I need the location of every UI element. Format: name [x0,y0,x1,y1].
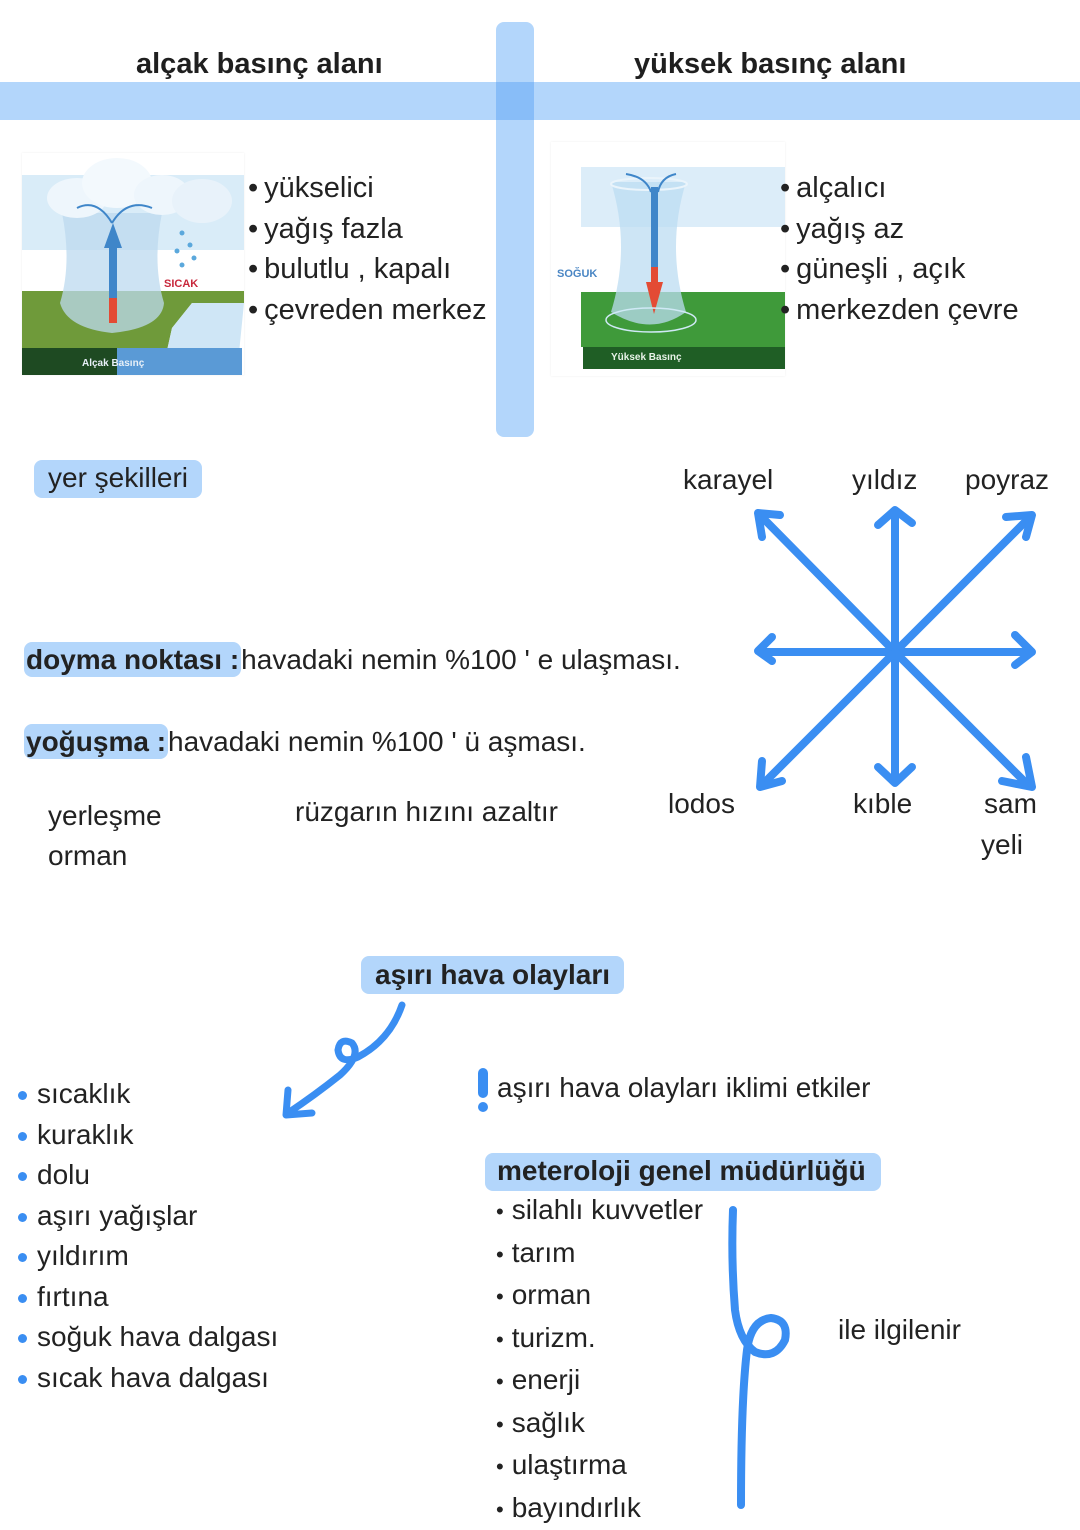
list-item: güneşli , açık [780,249,1019,290]
landforms-tag: yer şekilleri [34,460,202,498]
list-item: tarım [496,1233,703,1276]
meteorology-suffix: ile ilgilenir [838,1314,961,1346]
high-pressure-diagram: SOĞUK Yüksek Basınç [551,142,785,376]
list-item: yağış az [780,209,1019,250]
list-item: enerji [496,1360,703,1403]
list-item: sağlık [496,1403,703,1446]
low-pressure-points: yükselici yağış fazla bulutlu , kapalı ç… [248,168,487,330]
definition-saturation: doyma noktası :havadaki nemin %100 ' e u… [24,644,681,676]
definition-term: yoğuşma : [24,724,168,759]
curly-arrow-icon [270,995,420,1125]
list-item: alçalıcı [780,168,1019,209]
list-item: merkezden çevre [780,290,1019,331]
definition-text: havadaki nemin %100 ' e ulaşması. [241,644,681,675]
wind-label-karayel: karayel [683,464,773,496]
wind-effect-note: rüzgarın hızını azaltır [295,796,558,828]
extreme-weather-tag: aşırı hava olayları [361,956,624,994]
list-item: silahlı kuvvetler [496,1190,703,1233]
wind-label-lodos: lodos [668,788,735,820]
list-item: dolu [18,1155,278,1196]
list-item: yıldırım [18,1236,278,1277]
high-pressure-title: yüksek basınç alanı [634,48,906,81]
list-item: aşırı yağışlar [18,1196,278,1237]
definition-text: havadaki nemin %100 ' ü aşması. [168,726,586,757]
list-item: sıcaklık [18,1074,278,1115]
brace-squiggle-icon [715,1200,805,1515]
list-item: yükselici [248,168,487,209]
low-pressure-illustration: SICAK Alçak Basınç [22,153,244,375]
definition-term: doyma noktası : [24,642,241,677]
list-item: yağış fazla [248,209,487,250]
svg-text:SOĞUK: SOĞUK [557,267,597,280]
wind-label-sam: sam [984,788,1037,820]
svg-text:Yüksek Basınç: Yüksek Basınç [611,352,682,363]
definition-condensation: yoğuşma :havadaki nemin %100 ' ü aşması. [24,726,586,758]
extreme-weather-note: aşırı hava olayları iklimi etkiler [497,1072,870,1104]
extreme-weather-list: sıcaklık kuraklık dolu aşırı yağışlar yı… [18,1074,278,1398]
wind-label-yeli: yeli [981,829,1023,861]
list-item: bayındırlık [496,1488,703,1530]
list-item: yerleşme [48,796,162,836]
wind-label-yildiz: yıldız [852,464,917,496]
low-pressure-title: alçak basınç alanı [136,48,383,81]
meteorology-list: silahlı kuvvetler tarım orman turizm. en… [496,1190,703,1530]
header-highlight-bar [0,82,1080,120]
wind-compass-icon [740,495,1050,805]
list-item: çevreden merkez [248,290,487,331]
wind-label-poyraz: poyraz [965,464,1049,496]
exclamation-dot-icon [478,1102,488,1112]
list-item: orman [496,1275,703,1318]
list-item: ulaştırma [496,1445,703,1488]
list-item: kuraklık [18,1115,278,1156]
meteorology-tag: meteroloji genel müdürlüğü [485,1153,881,1191]
high-pressure-illustration: SOĞUK Yüksek Basınç [551,142,785,376]
exclamation-icon [478,1068,488,1098]
list-item: soğuk hava dalgası [18,1317,278,1358]
wind-factors: yerleşme orman [48,796,162,876]
divider-intersection [496,82,534,120]
wind-label-kible: kıble [853,788,912,820]
svg-text:SICAK: SICAK [164,278,198,290]
low-pressure-diagram: SICAK Alçak Basınç [22,153,244,375]
list-item: turizm. [496,1318,703,1361]
list-item: bulutlu , kapalı [248,249,487,290]
list-item: orman [48,836,162,876]
list-item: sıcak hava dalgası [18,1358,278,1399]
high-pressure-points: alçalıcı yağış az güneşli , açık merkezd… [780,168,1019,330]
list-item: fırtına [18,1277,278,1318]
svg-text:Alçak Basınç: Alçak Basınç [82,358,145,369]
